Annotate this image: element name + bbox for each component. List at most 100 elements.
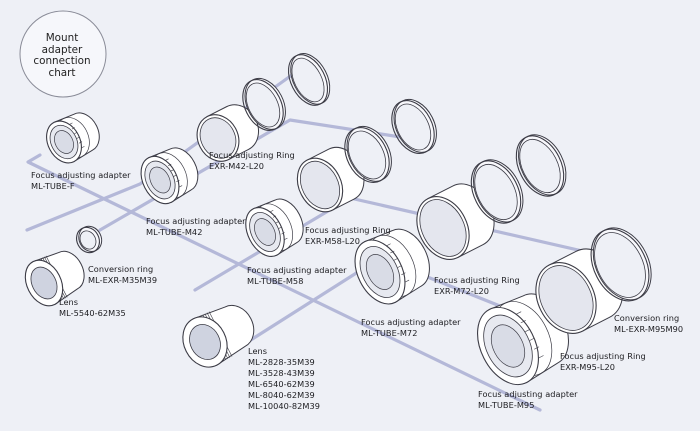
ring-inner-edge	[245, 82, 281, 128]
knurl-mark	[168, 163, 172, 166]
part-m72-ring-a	[470, 159, 524, 224]
part-ml-tube-m72	[354, 228, 430, 305]
label-part-number: ML-3528-43M39	[248, 368, 315, 378]
ring-inner-edge	[594, 232, 646, 298]
chart-title: Mount adapter connection chart	[24, 32, 100, 79]
knurl-mark	[165, 158, 169, 161]
label-ml-tube-m42: Focus adjusting adapter ML-TUBE-M42	[146, 216, 246, 238]
label-name: Lens	[248, 346, 268, 356]
part-ml-tube-m95	[477, 293, 569, 386]
label-part-number: ML-2828-35M39	[248, 357, 315, 367]
label-ml-5540-62m35: Lens ML-5540-62M35	[59, 297, 126, 319]
label-part-number: ML-EXR-M95M90	[614, 324, 684, 334]
ring-front-edge	[344, 127, 390, 183]
label-part-number: EXR-M42-L20	[209, 161, 265, 171]
label-name: Conversion ring	[88, 264, 154, 274]
knurl-mark	[76, 136, 80, 139]
part-m42-ring-a	[242, 77, 286, 131]
knurl-mark	[525, 328, 531, 332]
adapter-inner-bore	[149, 166, 171, 194]
knurl-mark	[538, 355, 544, 359]
knurl-mark	[397, 265, 402, 268]
label-exr-m42-l20: Focus adjusting Ring EXR-M42-L20	[209, 150, 295, 172]
label-ml-exr-m35m39: Conversion ring ML-EXR-M35M39	[88, 264, 157, 286]
label-ml-tube-f: Focus adjusting adapter ML-TUBE-F	[31, 170, 131, 192]
title-line: connection	[33, 55, 91, 67]
knurl-mark	[74, 132, 78, 135]
ring-front-edge	[287, 54, 329, 106]
ring-front-edge	[391, 100, 435, 154]
knurl-mark	[520, 320, 526, 324]
label-name: Conversion ring	[614, 313, 680, 323]
knurl-mark	[79, 141, 83, 144]
label-exr-m58-l20: Focus adjusting Ring EXR-M58-L20	[305, 225, 391, 247]
adapter-inner-bore	[365, 254, 395, 290]
label-part-number: ML-8040-62M39	[248, 390, 315, 400]
part-exr-m58-l20	[296, 146, 365, 213]
ring-inner-edge	[474, 164, 518, 220]
knurl-mark	[178, 185, 183, 188]
title-line: adapter	[41, 43, 83, 56]
label-part-number: ML-TUBE-M58	[247, 276, 304, 286]
part-ml-tube-m42	[140, 147, 199, 205]
title-circle	[19, 10, 107, 98]
part-m58-ring-b	[391, 98, 437, 154]
knurl-mark	[176, 179, 180, 183]
part-ml-tube-f	[46, 112, 100, 164]
knurl-mark	[71, 127, 75, 130]
part-exr-m42-l20	[196, 104, 259, 162]
adapter-inner-bore	[254, 218, 276, 246]
label-ml-exr-m95m90: Conversion ring ML-EXR-M95M90	[614, 313, 683, 335]
knurl-mark	[173, 174, 177, 177]
part-m72-ring-b	[515, 134, 567, 197]
knurl-mark	[272, 215, 277, 218]
knurl-mark	[170, 169, 175, 172]
label-part-number: EXR-M95-L20	[560, 362, 616, 372]
label-name: Focus adjusting adapter	[31, 170, 131, 180]
ring-front-edge	[76, 226, 100, 254]
label-name: Focus adjusting adapter	[361, 317, 461, 327]
label-name: Focus adjusting Ring	[305, 225, 391, 235]
label-part-number: ML-TUBE-M42	[146, 227, 203, 237]
knurl-mark	[516, 311, 522, 315]
ring-inner-edge	[519, 138, 561, 194]
ring-front-edge	[590, 228, 650, 302]
label-name: Focus adjusting adapter	[478, 389, 578, 399]
knurl-mark	[69, 122, 73, 125]
tube-bore	[299, 160, 341, 210]
knurl-mark	[284, 237, 288, 240]
knurl-mark	[390, 250, 395, 254]
title-line: chart	[48, 66, 76, 79]
knurl-mark	[405, 279, 410, 283]
label-lens-m39-series: Lens ML-2828-35M39 ML-3528-43M39 ML-6540…	[248, 346, 320, 412]
knurl-mark	[278, 226, 282, 229]
label-name: Lens	[59, 297, 79, 307]
knurl-mark	[393, 257, 399, 261]
knurl-mark	[534, 346, 540, 350]
tube-bore	[419, 199, 467, 257]
knurl-mark	[275, 221, 280, 224]
knurl-mark	[529, 337, 535, 341]
ring-front-edge	[470, 160, 522, 224]
ring-front-edge	[515, 135, 565, 197]
ring-inner-edge	[79, 230, 97, 250]
label-ml-tube-m58: Focus adjusting adapter ML-TUBE-M58	[247, 265, 347, 287]
label-ml-tube-m72: Focus adjusting adapter ML-TUBE-M72	[361, 317, 461, 339]
knurl-mark	[401, 272, 406, 276]
connector-line	[26, 153, 542, 412]
label-part-number: ML-TUBE-M95	[478, 400, 535, 410]
part-ml-exr-m95m90	[590, 227, 652, 302]
label-part-number: ML-EXR-M35M39	[88, 275, 158, 285]
lens-glass	[30, 266, 58, 300]
ring-inner-edge	[347, 130, 387, 180]
tube-bore	[199, 117, 237, 159]
label-name: Focus adjusting Ring	[434, 275, 520, 285]
label-part-number: ML-6540-62M39	[248, 379, 315, 389]
part-m42-ring-b	[287, 53, 331, 106]
part-lens-m39-series	[182, 304, 255, 368]
label-name: Focus adjusting Ring	[209, 150, 295, 160]
label-part-number: EXR-M58-L20	[305, 236, 361, 246]
part-ml-exr-m35m39	[76, 225, 103, 254]
label-name: Focus adjusting Ring	[560, 351, 646, 361]
